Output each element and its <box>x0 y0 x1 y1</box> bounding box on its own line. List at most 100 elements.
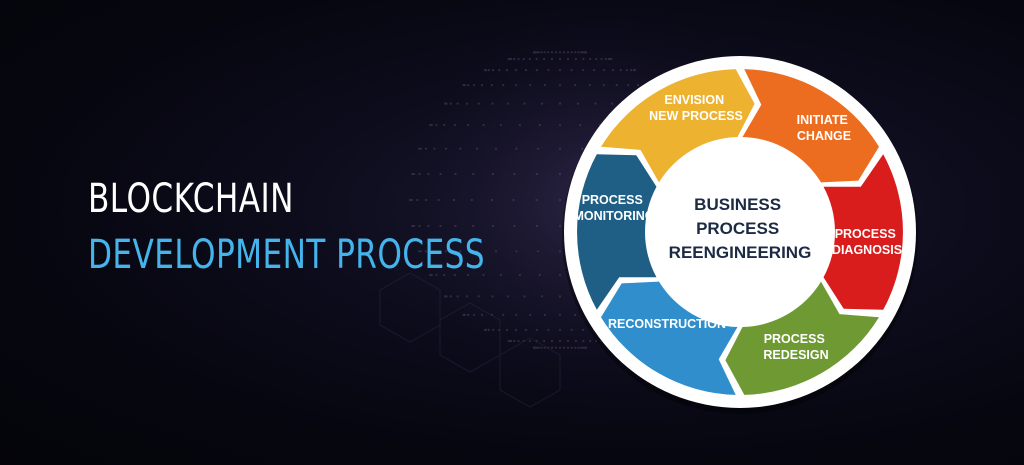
globe-dot <box>602 84 605 87</box>
globe-dot <box>540 295 544 298</box>
globe-dot <box>484 328 487 331</box>
globe-dot <box>408 198 412 202</box>
label-monitoring-line-1: PROCESS <box>582 193 643 207</box>
globe-dot <box>449 295 452 298</box>
label-redesign-line-1: PROCESS <box>764 332 825 346</box>
globe-dot <box>604 57 607 61</box>
center-label-line-3: REENGINEERING <box>669 243 812 262</box>
globe-dot <box>465 102 469 105</box>
globe-dot <box>505 328 509 331</box>
globe-dot <box>566 51 570 54</box>
globe-dot <box>630 69 633 72</box>
globe-dot <box>563 346 566 349</box>
globe-dot <box>540 51 543 54</box>
globe-dot <box>444 147 448 150</box>
globe-dot <box>577 51 580 54</box>
globe-dot <box>574 57 578 61</box>
globe-dot <box>538 273 541 277</box>
globe-dot <box>558 273 562 277</box>
globe-dot <box>529 313 532 316</box>
globe-dot <box>487 328 490 331</box>
globe-dot <box>515 313 518 316</box>
center-label-line-2: PROCESS <box>696 219 779 238</box>
globe-dot <box>465 295 469 298</box>
globe-dot <box>574 51 577 54</box>
globe-dot <box>473 84 476 87</box>
globe-dot <box>494 147 498 150</box>
globe-dot <box>584 346 587 349</box>
globe-dot <box>453 273 456 277</box>
globe-dot <box>582 57 585 61</box>
globe-dot <box>566 346 570 349</box>
globe-dot <box>494 250 498 253</box>
globe-dot <box>499 123 503 127</box>
globe-dot <box>584 51 588 54</box>
globe-dot <box>506 102 509 105</box>
globe-dot <box>416 198 419 202</box>
label-initiate-line-2: CHANGE <box>797 129 851 143</box>
globe-dot <box>476 250 479 253</box>
globe-dot <box>467 123 470 127</box>
globe-dot <box>584 346 588 349</box>
globe-dot <box>524 69 528 72</box>
globe-dot <box>430 273 433 277</box>
globe-dot <box>491 295 494 298</box>
globe-dot <box>535 69 538 72</box>
globe-dot <box>492 69 495 72</box>
page-title: BLOCKCHAIN DEVELOPMENT PROCESS <box>88 176 597 280</box>
globe-dot <box>417 147 421 150</box>
globe-dot <box>611 69 615 72</box>
globe-dot <box>633 69 637 72</box>
globe-dot <box>456 295 459 298</box>
globe-dot <box>498 69 501 72</box>
globe-dot <box>491 172 494 176</box>
globe-dot <box>482 273 485 277</box>
segment-process-monitoring <box>577 154 657 310</box>
globe-dot <box>589 57 592 61</box>
globe-dot <box>515 250 518 253</box>
globe-dot <box>439 224 442 228</box>
globe-dot <box>507 57 510 61</box>
globe-dot <box>506 295 509 298</box>
globe-dot <box>522 57 525 61</box>
globe-dot <box>550 346 554 349</box>
globe-dot <box>439 172 442 176</box>
globe-dot <box>543 84 547 87</box>
globe-dot <box>487 69 490 72</box>
globe-dot <box>517 57 520 61</box>
globe-dot <box>582 339 585 343</box>
globe-dot <box>589 339 592 343</box>
globe-dot <box>418 172 421 176</box>
globe-dot <box>491 224 494 228</box>
globe-dot <box>625 69 628 72</box>
globe-dot <box>574 339 578 343</box>
globe-dot <box>419 147 422 150</box>
globe-dot <box>429 273 432 277</box>
globe-dot <box>550 339 554 343</box>
globe-dot <box>502 84 505 87</box>
globe-dot <box>410 198 413 202</box>
globe-dot <box>535 328 538 331</box>
globe-dot <box>633 69 636 72</box>
globe-dot <box>472 224 475 228</box>
globe-dot <box>467 84 470 87</box>
globe-dot <box>550 51 554 54</box>
segment-initiate-change <box>742 69 879 183</box>
globe-dot <box>453 123 456 127</box>
globe-dot <box>508 57 511 61</box>
globe-dot <box>515 147 518 150</box>
globe-dot <box>480 313 484 316</box>
globe-dot <box>462 84 465 87</box>
label-diagnosis-line-2: DIAGNOSIS <box>832 243 902 257</box>
globe-dot <box>480 84 484 87</box>
globe-dot <box>467 313 470 316</box>
globe-dot <box>619 69 622 72</box>
label-process-diagnosis: PROCESS DIAGNOSIS <box>832 227 902 257</box>
globe-dot <box>437 198 440 202</box>
globe-dot <box>535 172 539 176</box>
globe-dot <box>536 147 540 150</box>
globe-dot <box>418 224 421 228</box>
globe-dot <box>538 123 541 127</box>
label-diagnosis-line-1: PROCESS <box>835 227 896 241</box>
globe-dot <box>533 346 536 349</box>
